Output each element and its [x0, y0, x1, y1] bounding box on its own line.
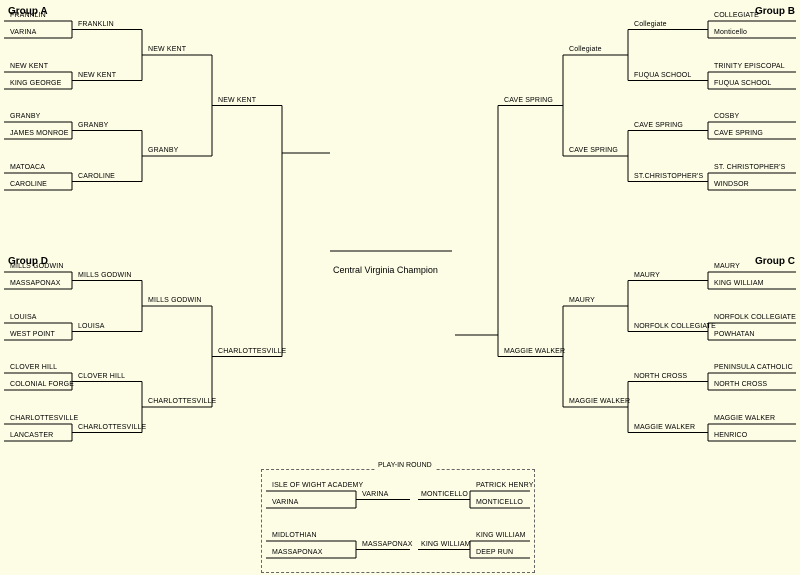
playin-winner: MONTICELLO [421, 490, 469, 498]
champion-label: Central Virginia Champion [333, 265, 438, 275]
left-r1-team: CLOVER HILL [10, 364, 58, 371]
playin-team: MASSAPONAX [272, 549, 323, 556]
right-r2-team: ST.CHRISTOPHER'S [634, 172, 704, 180]
left-r2-team: CHARLOTTESVILLE [78, 423, 147, 431]
left-r2-team: NEW KENT [78, 71, 117, 79]
right-r1-team: KING WILLIAM [714, 280, 764, 287]
right-r2-team: MAGGIE WALKER [634, 423, 696, 431]
left-r3-team: GRANBY [148, 147, 179, 154]
playin-team: MIDLOTHIAN [272, 532, 317, 539]
left-r1-team: NEW KENT [10, 63, 49, 70]
left-r3-team: MILLS GODWIN [148, 297, 202, 304]
playin-winner: KING WILLIAM [421, 540, 471, 548]
left-r2-team: CLOVER HILL [78, 372, 126, 380]
left-r1-team: JAMES MONROE [10, 130, 69, 137]
left-r2-team: GRANBY [78, 121, 109, 129]
right-r3-team: Collegiate [569, 46, 602, 53]
right-r1-team: MAURY [714, 263, 740, 270]
right-r1-team: COLLEGIATE [714, 12, 759, 19]
left-r4-team: NEW KENT [218, 96, 257, 104]
left-r1-team: LOUISA [10, 314, 37, 321]
playin-team: KING WILLIAM [476, 532, 526, 539]
group-b-label: Group B [755, 6, 795, 17]
playin-title: PLAY-IN ROUND [375, 461, 435, 470]
right-r3-team: MAGGIE WALKER [569, 398, 631, 405]
left-r1-team: CHARLOTTESVILLE [10, 415, 79, 422]
right-r2-team: MAURY [634, 271, 660, 279]
right-r1-team: NORTH CROSS [714, 381, 768, 388]
right-r1-team: HENRICO [714, 432, 748, 439]
right-r1-team: CAVE SPRING [714, 130, 763, 137]
right-r1-team: POWHATAN [714, 331, 755, 338]
left-r1-team: KING GEORGE [10, 80, 62, 87]
right-r1-team: WINDSOR [714, 181, 749, 188]
right-r1-team: NORFOLK COLLEGIATE [714, 314, 796, 321]
right-r2-team: Collegiate [634, 20, 667, 28]
left-r1-team: COLONIAL FORGE [10, 381, 75, 388]
playin-team: VARINA [272, 499, 299, 506]
right-r1-team: ST. CHRISTOPHER'S [714, 164, 786, 171]
right-r3-team: MAURY [569, 297, 595, 304]
left-r1-team: FRANKLIN [10, 12, 46, 19]
right-r2-team: NORTH CROSS [634, 372, 688, 380]
right-r1-team: TRINITY EPISCOPAL [714, 63, 785, 70]
right-r1-team: MAGGIE WALKER [714, 415, 776, 422]
playin-team: PATRICK HENRY [476, 482, 534, 489]
right-r2-team: CAVE SPRING [634, 121, 683, 129]
right-r1-team: COSBY [714, 113, 740, 120]
right-r1-team: Monticello [714, 29, 748, 36]
group-d-label: Group D [8, 256, 48, 267]
left-r2-team: CAROLINE [78, 172, 115, 180]
left-r1-team: LANCASTER [10, 432, 54, 439]
left-r1-team: CAROLINE [10, 181, 47, 188]
right-r1-team: PENINSULA CATHOLIC [714, 364, 793, 371]
group-c-label: Group C [755, 256, 795, 267]
left-r1-team: WEST POINT [10, 331, 55, 338]
left-r4-team: CHARLOTTESVILLE [218, 347, 287, 355]
left-r1-team: MILLS GODWIN [10, 263, 64, 270]
left-r1-team: MASSAPONAX [10, 280, 61, 287]
left-r2-team: MILLS GODWIN [78, 271, 132, 279]
left-r1-team: MATOACA [10, 164, 46, 171]
left-r1-team: VARINA [10, 29, 37, 36]
right-r2-team: FUQUA SCHOOL [634, 71, 692, 79]
right-r3-team: CAVE SPRING [569, 147, 618, 154]
left-r3-team: CHARLOTTESVILLE [148, 398, 217, 405]
playin-team: DEEP RUN [476, 549, 514, 556]
playin-winner: MASSAPONAX [362, 540, 413, 548]
playin-team: MONTICELLO [476, 499, 524, 506]
left-r1-team: GRANBY [10, 113, 41, 120]
playin-winner: VARINA [362, 490, 389, 498]
right-r1-team: FUQUA SCHOOL [714, 80, 772, 87]
right-r2-team: NORFOLK COLLEGIATE [634, 322, 716, 330]
right-r4-team: MAGGIE WALKER [504, 347, 566, 355]
group-a-label: Group A [8, 6, 48, 17]
left-r2-team: FRANKLIN [78, 20, 114, 28]
right-r4-team: CAVE SPRING [504, 96, 553, 104]
playin-team: ISLE OF WIGHT ACADEMY [272, 482, 364, 489]
left-r2-team: LOUISA [78, 322, 105, 330]
left-r3-team: NEW KENT [148, 46, 187, 53]
